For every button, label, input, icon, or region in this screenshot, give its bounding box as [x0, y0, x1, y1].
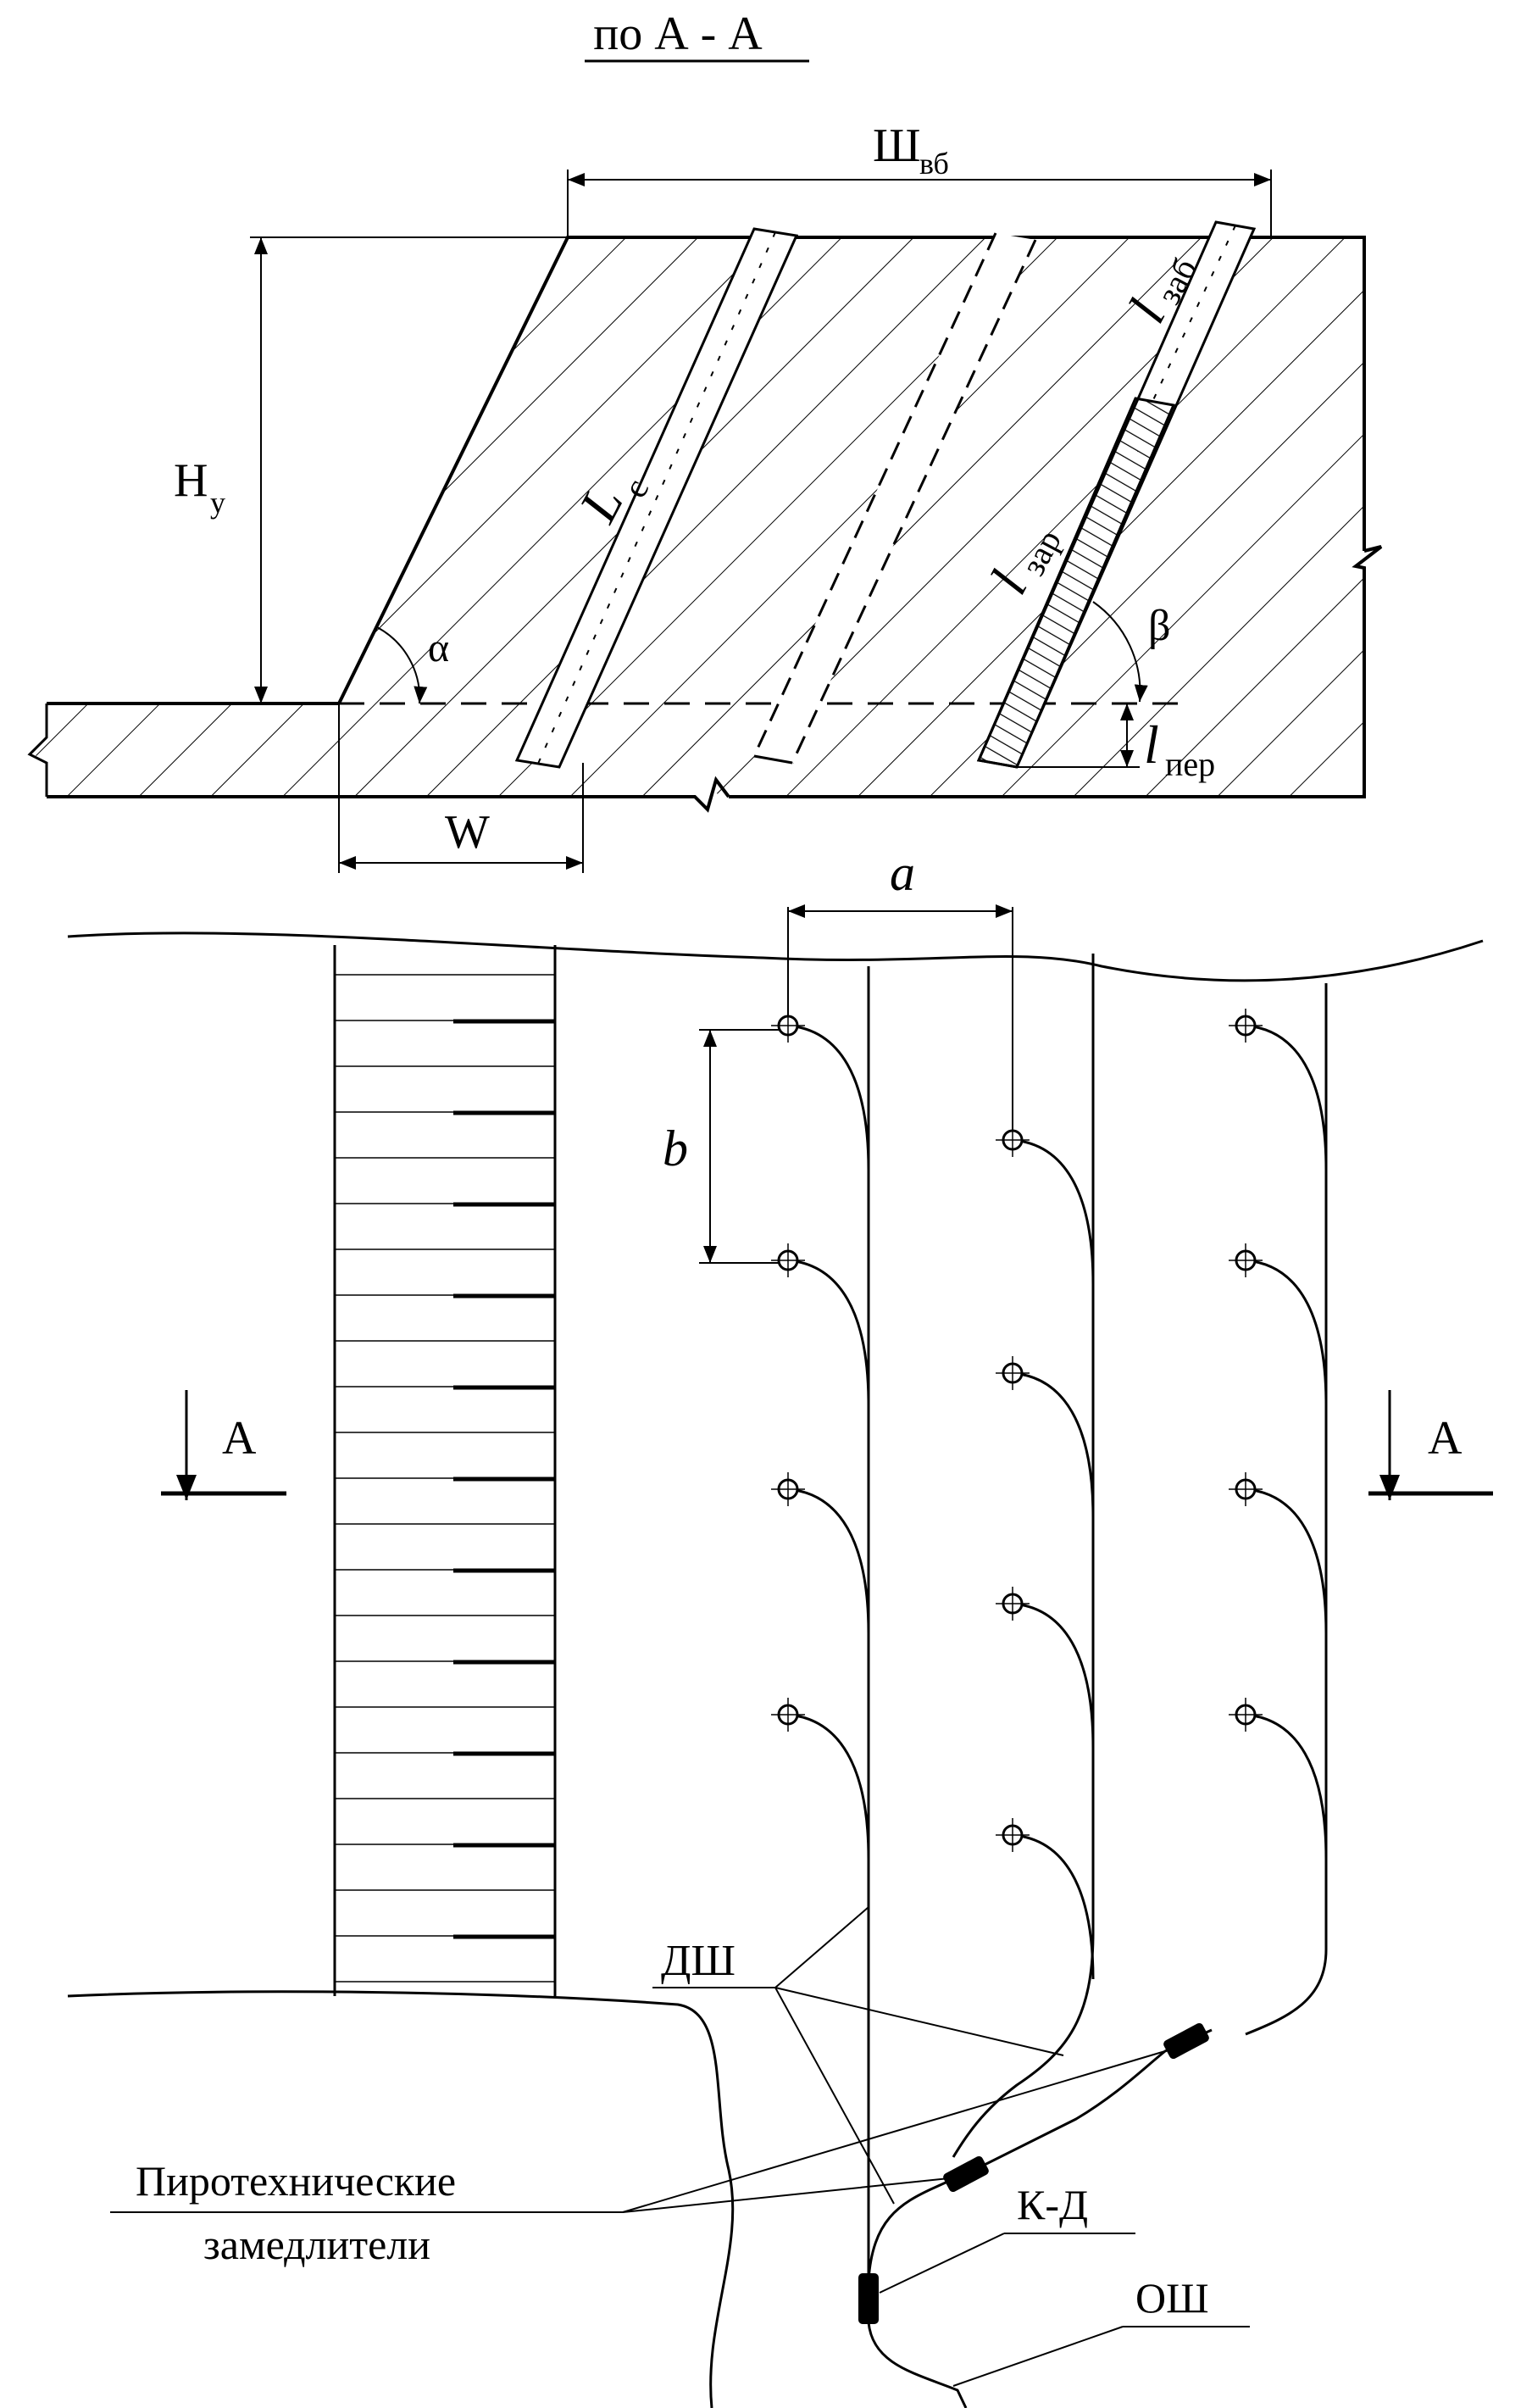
blast-hole-1: [514, 227, 799, 769]
dimension-subdrill: l пер: [1017, 703, 1215, 783]
callout-detonating-cord: ДШ: [652, 1906, 1064, 2205]
blast-hole-2: [752, 232, 1037, 765]
blast-hole-marker: [996, 1587, 1095, 1749]
label-section-left: А: [222, 1412, 257, 1465]
blast-hole-marker: [996, 1356, 1095, 1518]
downline: [1245, 1488, 1328, 1634]
label-section-right: А: [1428, 1412, 1463, 1465]
label-width-sub: вб: [919, 147, 949, 181]
downline: [787, 1024, 870, 1171]
label-width: Ш: [873, 120, 921, 172]
blast-hole-marker: [1229, 1472, 1328, 1634]
blast-holes-plan: [771, 1009, 1328, 1980]
callout-shock-tube: ОШ: [952, 2274, 1250, 2387]
blast-hole-marker: [771, 1698, 870, 1860]
angle-beta: β: [1092, 601, 1170, 703]
label-spacing-a: a: [890, 845, 915, 901]
downline: [787, 1259, 870, 1405]
previous-blast-zone: [333, 945, 557, 1996]
label-height-sub: у: [210, 486, 225, 520]
angle-alpha: α: [376, 626, 449, 704]
label-shock-tube: ОШ: [1135, 2274, 1209, 2322]
label-spacing-b: b: [663, 1121, 688, 1176]
blast-hole-marker: [771, 1243, 870, 1405]
section-view: по А - А: [27, 8, 1383, 873]
downline: [787, 1488, 870, 1634]
downline: [787, 1713, 870, 1860]
dimension-height: Н у: [174, 236, 568, 703]
blast-hole-marker: [1229, 1243, 1328, 1405]
label-hole-angle: β: [1148, 602, 1170, 650]
downline: [1245, 1259, 1328, 1405]
blast-hole-marker: [1229, 1009, 1328, 1171]
dimension-spacing-b: b: [663, 1029, 792, 1264]
callout-connector: К-Д: [879, 2181, 1135, 2294]
label-delays-line1: Пиротехнические: [136, 2157, 456, 2205]
downline: [1012, 1371, 1095, 1518]
section-title: по А - А: [593, 8, 763, 60]
section-marker-right: А: [1368, 1390, 1493, 1500]
blast-hole-3: [976, 220, 1257, 769]
blast-hole-marker: [1229, 1698, 1328, 1860]
blast-hole-marker: [996, 1818, 1095, 1980]
delay-element-1: [943, 2155, 989, 2193]
downline: [1012, 1138, 1095, 1285]
pyrotechnic-delays: [858, 2022, 1209, 2324]
label-delays-line2: замедлители: [203, 2221, 430, 2268]
label-height: Н: [174, 454, 208, 507]
dimension-spacing-a: a: [787, 845, 1013, 1144]
dimension-burden: W: [338, 703, 584, 873]
label-subdrill-sub: пер: [1165, 745, 1215, 783]
bench-toe-line: [67, 1990, 735, 2408]
blast-hole-marker: [771, 1009, 870, 1171]
connector-element: [858, 2273, 879, 2324]
section-marker-left: А: [161, 1390, 286, 1500]
downline: [1245, 1713, 1328, 1860]
downline: [1012, 1833, 1095, 1980]
downline: [1245, 1024, 1328, 1171]
blast-hole-marker: [771, 1472, 870, 1634]
delay-element-2: [1163, 2022, 1209, 2060]
label-subdrill: l: [1144, 715, 1159, 775]
detonating-cord-trunks: [867, 954, 1328, 2408]
bench-crest-line: [67, 932, 1484, 982]
blast-hole-marker: [996, 1123, 1095, 1285]
dimension-width: Ш вб: [567, 120, 1272, 237]
tick-marks: [453, 1019, 555, 1939]
plan-view: a b А А: [67, 845, 1493, 2408]
label-connector: К-Д: [1017, 2181, 1088, 2228]
label-slope-angle: α: [428, 626, 449, 670]
label-burden: W: [445, 806, 490, 859]
callout-delays: Пиротехнические замедлители: [110, 2050, 1166, 2268]
label-detonating-cord: ДШ: [661, 1937, 735, 1985]
downline: [1012, 1602, 1095, 1749]
